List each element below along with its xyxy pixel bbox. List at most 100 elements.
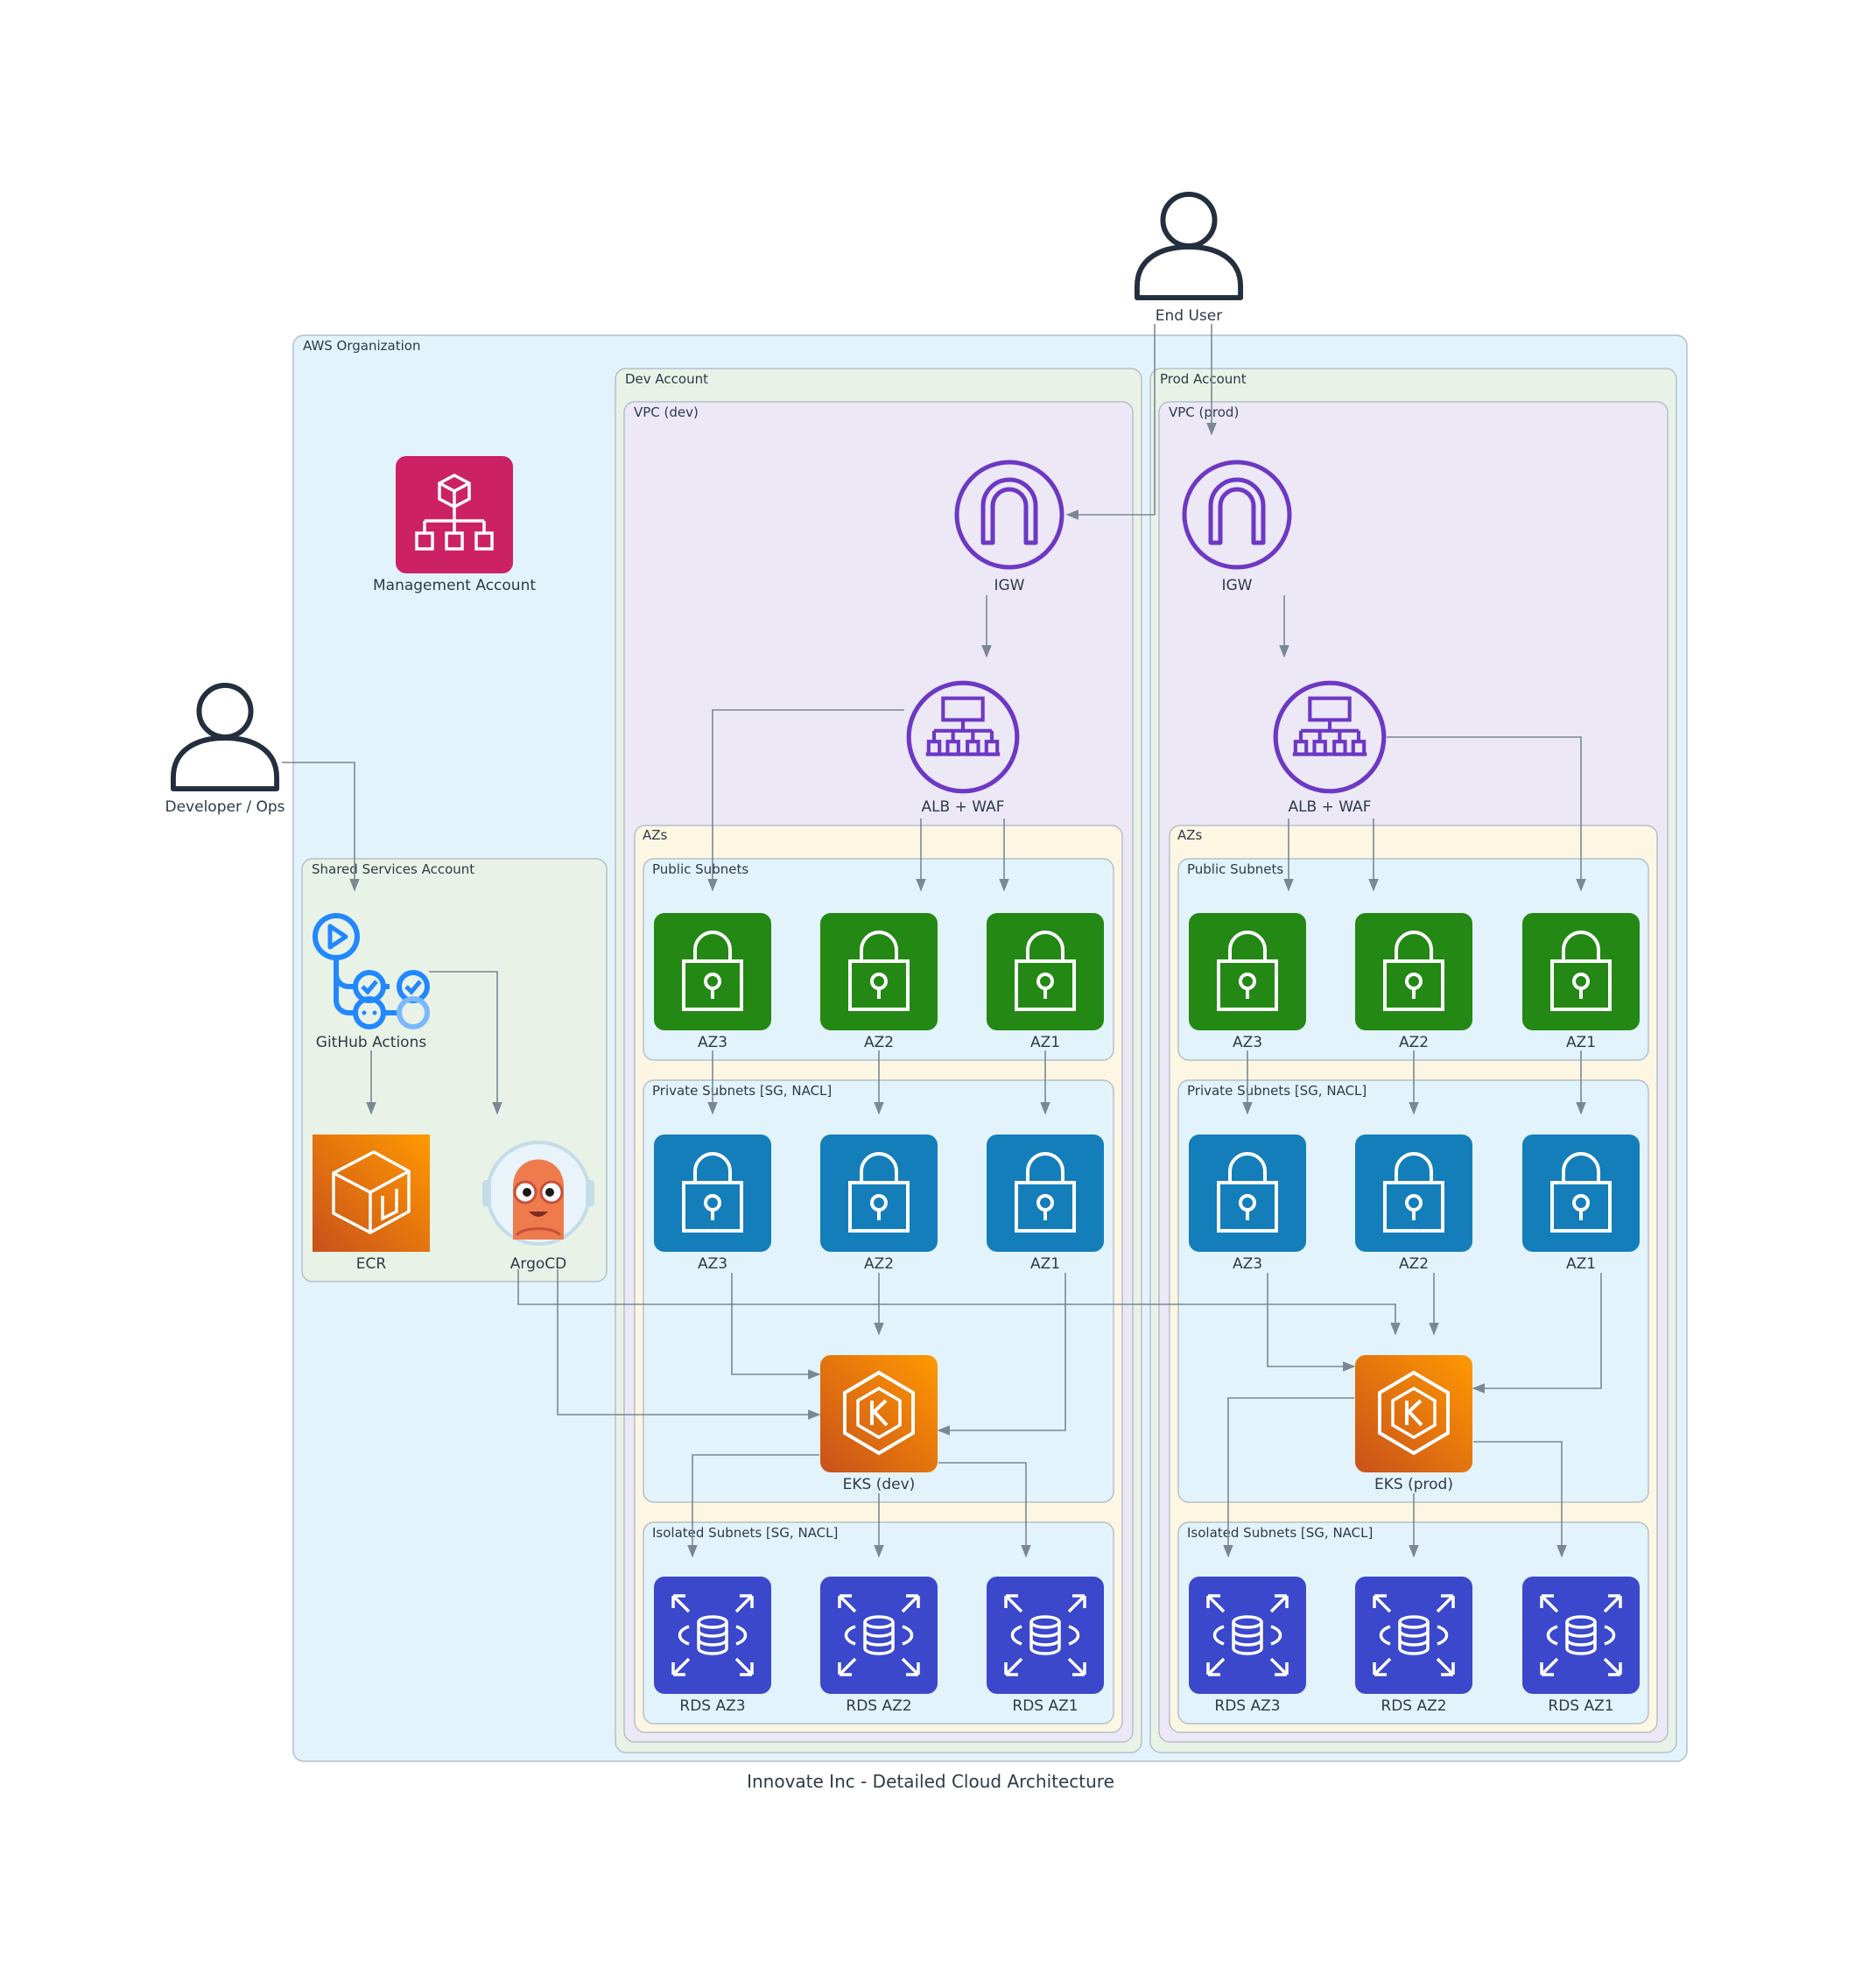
node-label: AZ2: [864, 1034, 894, 1051]
github-actions-node[interactable]: GitHub Actions: [315, 916, 427, 1051]
cluster-label-prod-account: Prod Account: [1160, 371, 1247, 387]
node-label: End User: [1156, 307, 1222, 325]
lock-icon: [820, 1135, 938, 1252]
rds-icon: [1355, 1577, 1472, 1694]
node-label: IGW: [1222, 577, 1253, 594]
developer-node[interactable]: Developer / Ops: [165, 685, 285, 816]
node-label: RDS AZ1: [1012, 1697, 1078, 1715]
cluster-label-dev-azs: AZs: [643, 827, 668, 843]
dev-public-subnet-az3[interactable]: AZ3: [654, 913, 771, 1051]
end-user-node[interactable]: End User: [1137, 194, 1240, 325]
dev-private-subnet-az3[interactable]: AZ3: [654, 1135, 771, 1273]
node-label: RDS AZ3: [679, 1697, 745, 1715]
node-label: Management Account: [373, 577, 536, 594]
prod-rds-az3[interactable]: RDS AZ3: [1189, 1577, 1306, 1715]
dev-igw-node[interactable]: IGW: [957, 462, 1062, 594]
node-label: AZ3: [698, 1255, 727, 1273]
node-label: ArgoCD: [510, 1255, 566, 1273]
lock-icon: [987, 913, 1104, 1030]
eks-icon: [820, 1355, 938, 1472]
rds-icon: [1522, 1577, 1640, 1694]
prod-eks-node[interactable]: EKS (prod): [1355, 1355, 1472, 1493]
node-label: AZ2: [1399, 1034, 1429, 1051]
cluster-label-dev-isolated: Isolated Subnets [SG, NACL]: [652, 1525, 838, 1541]
dev-rds-az2[interactable]: RDS AZ2: [820, 1577, 938, 1715]
node-label: ALB + WAF: [1288, 798, 1371, 816]
lock-icon: [654, 913, 771, 1030]
node-label: AZ3: [1233, 1255, 1262, 1273]
node-label: AZ2: [1399, 1255, 1429, 1273]
dev-private-subnet-az1[interactable]: AZ1: [987, 1135, 1104, 1273]
cluster-label-dev-account: Dev Account: [625, 371, 708, 387]
edge-dev-alb-pub-az3: [707, 709, 904, 892]
node-label: AZ3: [698, 1034, 727, 1051]
rds-icon: [654, 1577, 771, 1694]
node-label: AZ1: [1030, 1034, 1060, 1051]
organizations-account-icon: [396, 456, 513, 573]
ecr-node[interactable]: ECR: [313, 1135, 430, 1273]
lock-icon: [820, 913, 938, 1030]
cluster-label-prod-public: Public Subnets: [1187, 861, 1283, 877]
rds-icon: [1189, 1577, 1306, 1694]
cluster-label-prod-private: Private Subnets [SG, NACL]: [1187, 1083, 1367, 1099]
node-label: Developer / Ops: [165, 798, 285, 816]
eks-icon: [1355, 1355, 1472, 1472]
edge-github-argocd: [429, 971, 502, 1115]
lock-icon: [1522, 1135, 1640, 1252]
node-label: RDS AZ3: [1214, 1697, 1280, 1715]
cluster-label-prod-vpc: VPC (prod): [1169, 404, 1239, 420]
prod-public-subnet-az3[interactable]: AZ3: [1189, 913, 1306, 1051]
prod-rds-az2[interactable]: RDS AZ2: [1355, 1577, 1472, 1715]
dev-rds-az3[interactable]: RDS AZ3: [654, 1577, 771, 1715]
edge-prod-eks-rds-az3: [1223, 1397, 1354, 1558]
cluster-label-org: AWS Organization: [303, 338, 420, 354]
prod-private-subnet-az1[interactable]: AZ1: [1522, 1135, 1640, 1273]
edge-prod-priv-az1-eks: [1472, 1273, 1602, 1394]
node-label: AZ1: [1566, 1034, 1596, 1051]
node-label: RDS AZ1: [1548, 1697, 1613, 1715]
ecr-icon: [313, 1135, 430, 1252]
dev-public-subnet-az2[interactable]: AZ2: [820, 913, 938, 1051]
dev-private-subnet-az2[interactable]: AZ2: [820, 1135, 938, 1273]
edges: [282, 324, 1602, 1558]
node-label: RDS AZ2: [1381, 1697, 1446, 1715]
cluster-label-shared: Shared Services Account: [312, 861, 474, 877]
prod-alb-node[interactable]: ALB + WAF: [1275, 683, 1384, 816]
lock-icon: [1189, 913, 1306, 1030]
dev-alb-node[interactable]: ALB + WAF: [909, 683, 1017, 816]
prod-public-subnet-az1[interactable]: AZ1: [1522, 913, 1640, 1051]
node-label: EKS (dev): [843, 1476, 916, 1493]
lock-icon: [1355, 1135, 1472, 1252]
dev-public-subnet-az1[interactable]: AZ1: [987, 913, 1104, 1051]
user-icon: [1137, 194, 1240, 298]
argocd-node[interactable]: ArgoCD: [481, 1141, 596, 1273]
node-label: AZ1: [1030, 1255, 1060, 1273]
lock-icon: [1189, 1135, 1306, 1252]
edge-prod-eks-rds-az1: [1473, 1441, 1567, 1558]
prod-private-subnet-az3[interactable]: AZ3: [1189, 1135, 1306, 1273]
lock-icon: [1522, 913, 1640, 1030]
prod-public-subnet-az2[interactable]: AZ2: [1355, 913, 1472, 1051]
edge-dev-eks-rds-az3: [687, 1454, 819, 1558]
prod-private-subnet-az2[interactable]: AZ2: [1355, 1135, 1472, 1273]
cluster-label-prod-azs: AZs: [1177, 827, 1203, 843]
prod-rds-az1[interactable]: RDS AZ1: [1522, 1577, 1640, 1715]
prod-igw-node[interactable]: IGW: [1184, 462, 1289, 594]
node-label: AZ3: [1233, 1034, 1262, 1051]
management-account-node[interactable]: Management Account: [373, 456, 536, 594]
diagram-title: Innovate Inc - Detailed Cloud Architectu…: [747, 1771, 1114, 1792]
edge-dev-eks-rds-az1: [938, 1462, 1031, 1558]
dev-eks-node[interactable]: EKS (dev): [820, 1355, 938, 1493]
node-label: GitHub Actions: [316, 1034, 427, 1051]
cluster-label-prod-isolated: Isolated Subnets [SG, NACL]: [1187, 1525, 1373, 1541]
edge-argocd-prod-eks: [517, 1269, 1401, 1336]
edge-dev-priv-az3-eks: [731, 1273, 821, 1380]
edge-enduser-dev-igw: [1065, 324, 1156, 520]
node-label: AZ1: [1566, 1255, 1596, 1273]
user-icon: [173, 685, 277, 789]
lock-icon: [1355, 913, 1472, 1030]
node-label: ALB + WAF: [921, 798, 1004, 816]
lock-icon: [654, 1135, 771, 1252]
dev-rds-az1[interactable]: RDS AZ1: [987, 1577, 1104, 1715]
